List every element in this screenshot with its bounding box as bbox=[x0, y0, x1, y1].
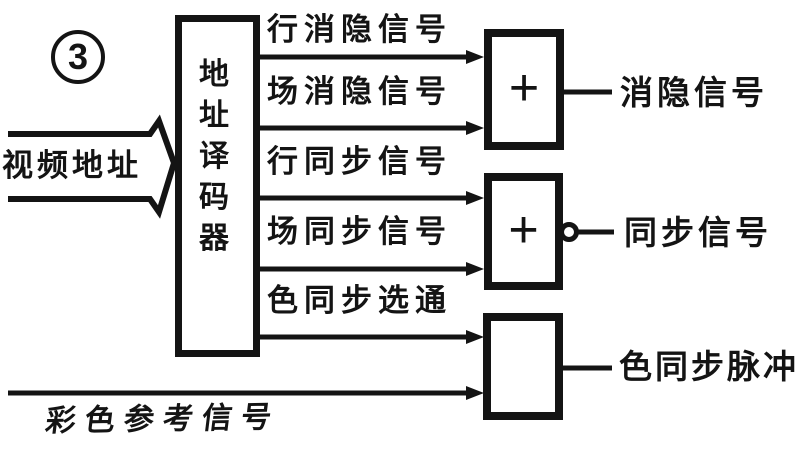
decoder-output-label-v-blanking: 场消隐信号 bbox=[267, 74, 452, 109]
arrowhead-icon bbox=[466, 262, 484, 276]
sync-signal-label: 同步信号 bbox=[624, 214, 772, 251]
address-decoder-label: 地址译码器 bbox=[199, 58, 237, 255]
video-address-label: 视频地址 bbox=[2, 148, 142, 183]
blanking-combiner-box: + bbox=[484, 29, 564, 150]
figure-number: 3 bbox=[67, 36, 89, 77]
arrowhead-icon bbox=[466, 191, 484, 205]
address-decoder-box bbox=[175, 15, 260, 357]
decoder-output-lines bbox=[8, 54, 469, 396]
plus-icon: + bbox=[508, 200, 539, 259]
arrowhead-icon bbox=[466, 121, 484, 135]
arrowhead-icon bbox=[466, 330, 484, 344]
arrowhead-icon bbox=[466, 50, 484, 64]
burst-pulse-label: 色同步脉冲 bbox=[619, 348, 799, 385]
decoder-output-label-h-sync: 行同步信号 bbox=[267, 144, 452, 179]
inverter-bubble-icon bbox=[559, 222, 579, 242]
arrowheads bbox=[466, 50, 484, 400]
color-reference-label: 彩色参考信号 bbox=[43, 400, 283, 439]
video-address-arrow bbox=[8, 114, 178, 219]
burst-gate-box bbox=[483, 313, 563, 420]
decoder-output-label-v-sync: 场同步信号 bbox=[267, 214, 452, 249]
blanking-signal-label: 消隐信号 bbox=[620, 74, 768, 111]
figure-number-badge: 3 bbox=[51, 30, 105, 84]
decoder-output-label-burst-gate: 色同步选通 bbox=[267, 283, 452, 318]
plus-icon: + bbox=[508, 58, 540, 117]
sync-combiner-box: + bbox=[484, 173, 563, 290]
output-lines bbox=[560, 89, 614, 371]
arrowhead-icon bbox=[466, 386, 484, 400]
decoder-output-label-h-blanking: 行消隐信号 bbox=[267, 12, 452, 47]
